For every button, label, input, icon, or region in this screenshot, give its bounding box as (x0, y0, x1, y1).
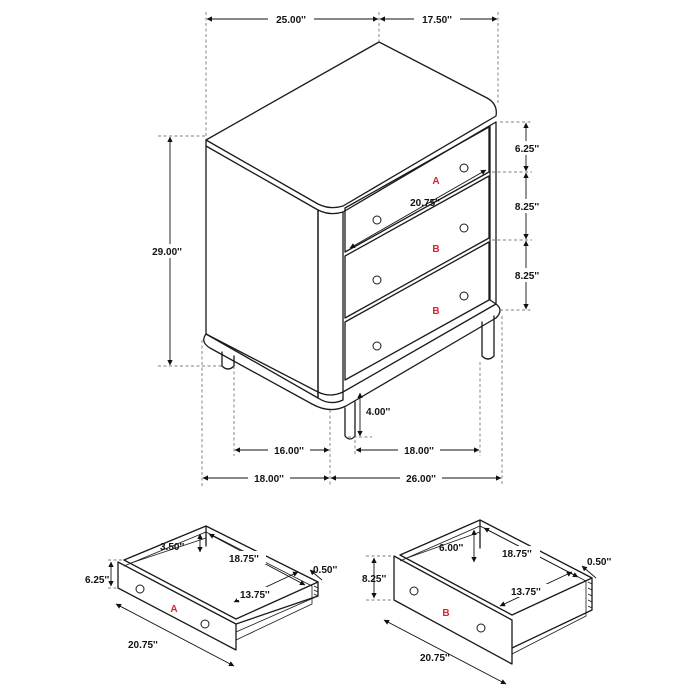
dim-leg-span-side: 16.00'' (274, 446, 304, 457)
dim-drawer-b-side-thickness: 0.50'' (587, 557, 611, 568)
dim-base-depth: 18.00'' (254, 474, 284, 485)
drawer-a-knob-left (135, 584, 145, 594)
dim-drawer-b-depth: 18.75'' (502, 549, 532, 560)
dresser-side-panel (205, 145, 319, 399)
dresser-top-edge (205, 121, 497, 215)
dim-inner-width: 20.75'' (410, 198, 440, 209)
dim-drawer-b-interior-width: 13.75'' (511, 587, 541, 598)
dresser-corner-pillar (317, 209, 344, 404)
drawer-a-label: A (170, 604, 177, 615)
dim-top-depth: 17.50'' (422, 15, 452, 26)
drawer-b-knob-right (476, 623, 486, 633)
drawer-b-label: B (442, 608, 449, 619)
drawer-front-top (344, 126, 490, 253)
dim-leg-height: 4.00'' (366, 407, 390, 418)
dim-drawer-b-front-width: 20.75'' (420, 653, 450, 664)
drawer-a-view: A (117, 525, 319, 651)
drawer-b-dimensions: 8.25'' 6.00'' 18.75'' 13.75'' 0.50'' 20.… (362, 527, 611, 685)
dim-overall-height: 29.00'' (152, 247, 182, 258)
dim-drawer-b-front-height: 8.25'' (362, 574, 386, 585)
dresser-top (205, 41, 497, 209)
dim-drawer-a-interior-height: 3.50'' (160, 542, 184, 553)
drawer-a-front (117, 561, 237, 651)
drawer-front-bottom (344, 241, 490, 381)
main-dimension-lines (167, 16, 529, 481)
drawer-a-knob-right (200, 619, 210, 629)
dim-leg-span-front: 18.00'' (404, 446, 434, 457)
drawer-b-box (399, 519, 593, 649)
dim-line-inner-width (349, 169, 487, 249)
dim-drawer-a-front-height: 6.25'' (85, 575, 109, 586)
dim-drawer-a-front-width: 20.75'' (128, 640, 158, 651)
dim-low-drawer-height: 8.25'' (515, 271, 539, 282)
dim-top-drawer-height: 6.25'' (515, 144, 539, 155)
main-extension-lines (158, 12, 532, 486)
drawer-label-bottom: B (432, 306, 439, 317)
dim-drawer-a-depth: 18.75'' (229, 554, 259, 565)
dim-top-width: 25.00'' (276, 15, 306, 26)
dim-base-width: 26.00'' (406, 474, 436, 485)
drawer-b-knob-left (409, 586, 419, 596)
dim-mid-drawer-height: 8.25'' (515, 202, 539, 213)
dim-drawer-a-side-thickness: 0.50'' (313, 565, 337, 576)
main-dimension-texts: 25.00'' 17.50'' 6.25'' 8.25'' 8.25'' 29.… (146, 12, 546, 485)
drawer-label-middle: B (432, 244, 439, 255)
dim-drawer-a-interior-width: 13.75'' (240, 590, 270, 601)
drawer-b-view: B (393, 519, 593, 665)
dresser-base (203, 303, 501, 411)
drawer-a-dimensions: 6.25'' 3.50'' 18.75'' 13.75'' 0.50'' 20.… (85, 533, 337, 667)
drawer-label-top: A (432, 176, 439, 187)
dresser-right-pillar (489, 121, 497, 305)
drawer-b-front (393, 555, 513, 665)
dresser-main-view: A B B (203, 41, 501, 440)
dim-drawer-b-interior-height: 6.00'' (439, 543, 463, 554)
